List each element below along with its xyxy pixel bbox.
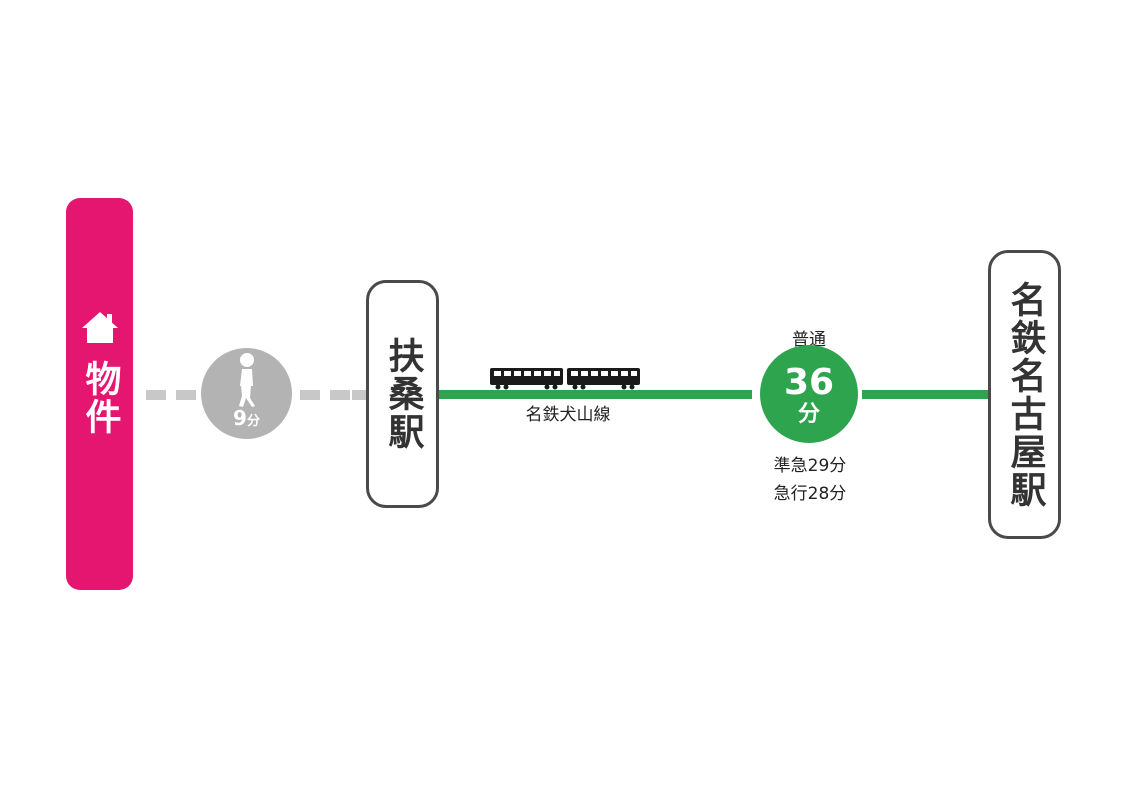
- station-origin: 扶桑駅: [366, 280, 439, 508]
- train-icon: [490, 368, 640, 390]
- property-box: 物件: [66, 198, 133, 590]
- walk-dash: [176, 390, 196, 400]
- walk-time: 9分: [201, 406, 292, 430]
- express-time: 急行28分: [773, 484, 847, 504]
- ride-time-circle: 36 分: [760, 345, 858, 443]
- station-destination-label: 名鉄名古屋駅: [1004, 280, 1046, 509]
- walk-dash: [352, 390, 366, 400]
- line-name: 名鉄犬山線: [525, 405, 611, 425]
- walk-unit: 分: [246, 414, 260, 429]
- property-label: 物件: [79, 360, 121, 436]
- walk-dash: [300, 390, 320, 400]
- walk-dash: [330, 390, 350, 400]
- station-origin-label: 扶桑駅: [382, 337, 424, 451]
- station-destination: 名鉄名古屋駅: [988, 250, 1061, 539]
- rail-line: [439, 390, 752, 399]
- ride-unit: 分: [797, 402, 820, 427]
- walk-dash: [146, 390, 166, 400]
- walk-minutes: 9: [233, 406, 247, 430]
- ride-minutes: 36: [783, 362, 835, 403]
- rail-line: [862, 390, 988, 399]
- walking-person-icon: [239, 353, 255, 407]
- semi-express-time: 準急29分: [773, 456, 847, 476]
- alternate-times: 準急29分 急行28分: [740, 452, 880, 508]
- house-icon: [81, 312, 118, 343]
